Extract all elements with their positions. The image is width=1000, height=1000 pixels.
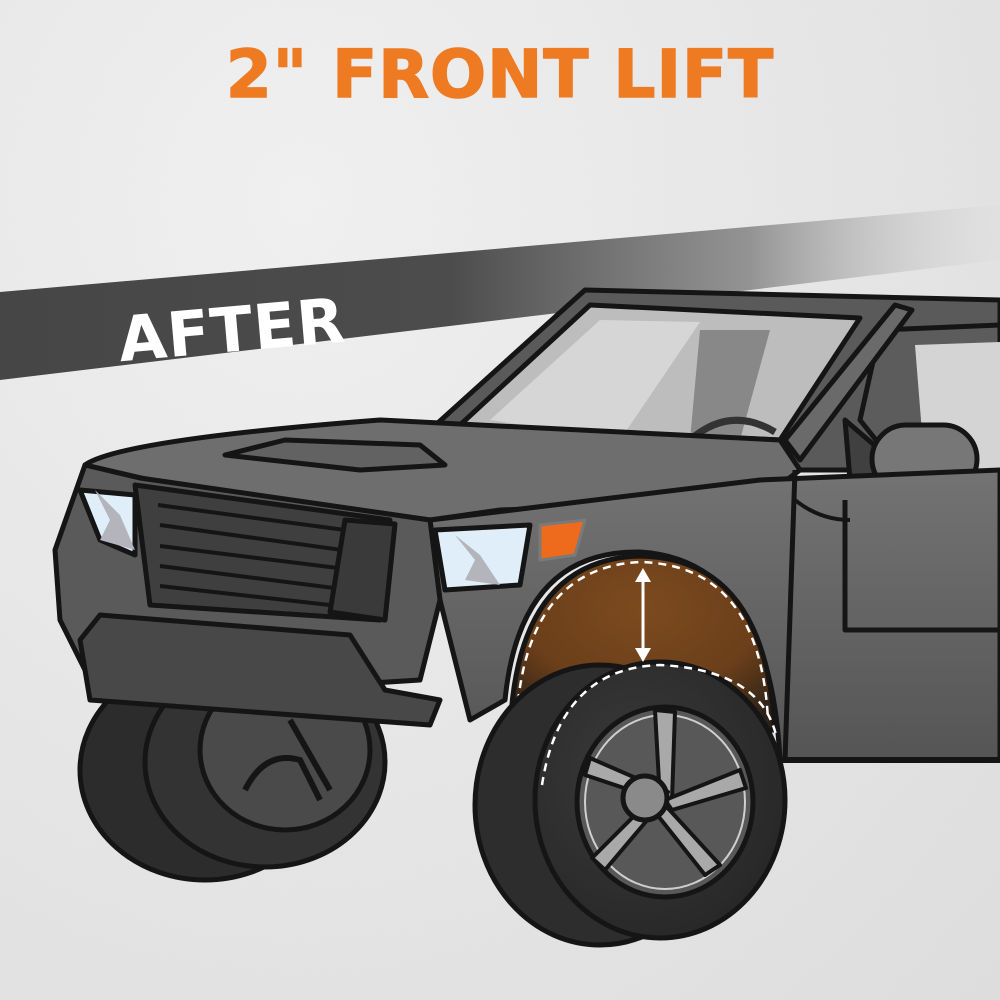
lift-height-arrow-icon [635,568,651,662]
headline-title: 2" FRONT LIFT [225,36,775,113]
front-wheel [472,659,788,948]
truck-body [52,287,1000,763]
